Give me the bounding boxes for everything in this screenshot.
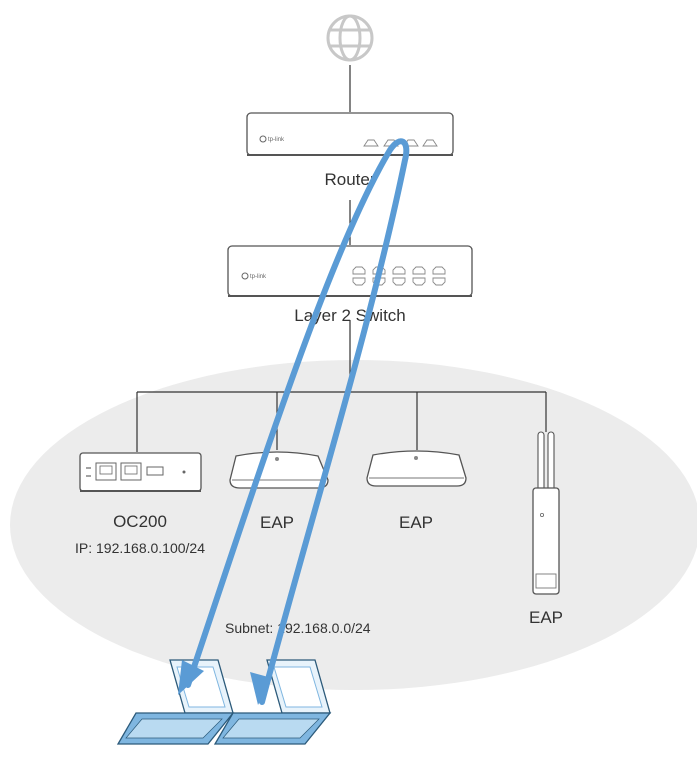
controller-ip: IP: 192.168.0.100/24 xyxy=(75,540,205,556)
laptop-icon xyxy=(116,659,235,745)
router-brand: tp-link xyxy=(268,137,285,143)
switch-icon: tp-link xyxy=(227,245,473,297)
eap3-label: EAP xyxy=(529,608,563,627)
eap1-label: EAP xyxy=(260,513,294,532)
switch-label: Layer 2 Switch xyxy=(294,306,406,325)
globe-icon xyxy=(326,14,374,62)
outdoor-eap-icon xyxy=(532,431,560,595)
ceiling-eap-icon xyxy=(229,451,329,489)
connector-lines xyxy=(136,65,547,452)
eap2-label: EAP xyxy=(399,513,433,532)
ceiling-eap-icon xyxy=(366,450,467,487)
controller-label: OC200 xyxy=(113,512,167,531)
traffic-arrow-down xyxy=(185,138,410,705)
switch-brand: tp-link xyxy=(250,274,267,280)
arrowhead-right xyxy=(250,672,272,705)
arrowhead-left xyxy=(178,660,204,695)
router-icon: tp-link xyxy=(246,112,454,156)
subnet-label: Subnet: 192.168.0.0/24 xyxy=(225,620,371,636)
laptop-icon xyxy=(213,659,332,745)
subnet-area xyxy=(10,360,697,690)
controller-icon xyxy=(79,452,202,492)
router-label: Router xyxy=(324,170,375,189)
